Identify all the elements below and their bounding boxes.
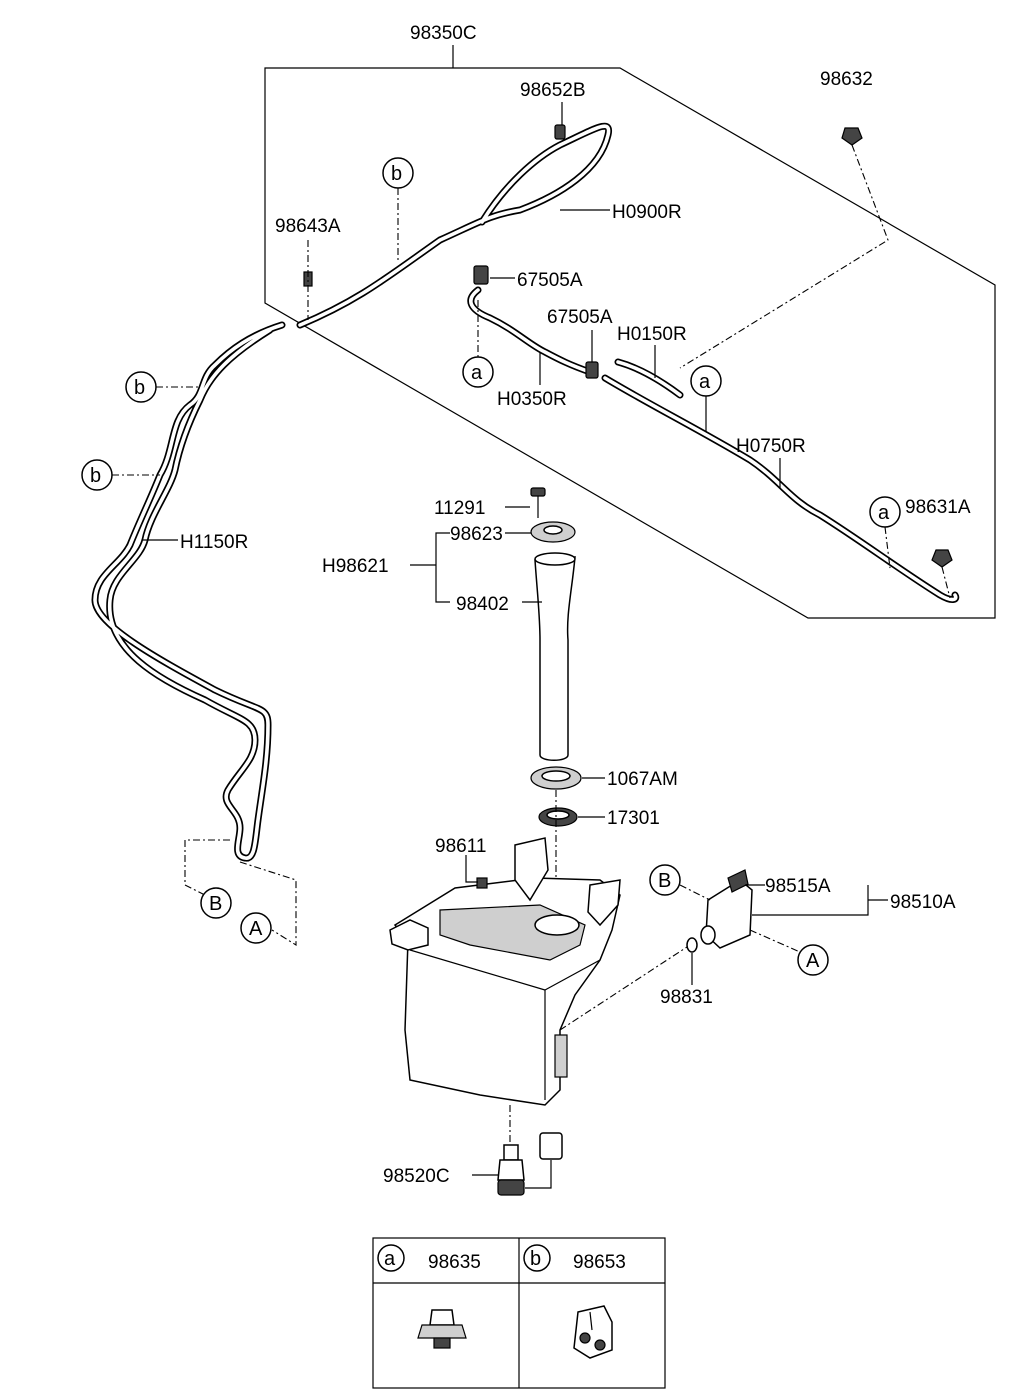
reservoir-tank (389, 837, 621, 1106)
label-98831: 98831 (660, 987, 713, 1008)
connector-67505A-1 (473, 265, 489, 285)
legend-key-a-text: a (384, 1248, 396, 1270)
leader-B-left (184, 839, 230, 896)
label-98643A: 98643A (275, 216, 341, 237)
clip-98653-icon (573, 1305, 613, 1359)
label-67505A-2: 67505A (547, 307, 613, 328)
label-98623: 98623 (450, 524, 503, 545)
cap-98623-hole (543, 525, 563, 535)
clip-98611 (476, 877, 488, 889)
label-H0750R: H0750R (736, 436, 806, 457)
label-98632: 98632 (820, 69, 873, 90)
legend-key-b (523, 1244, 551, 1272)
hose-H0150R (614, 358, 684, 399)
legend-part-b: 98653 (573, 1252, 626, 1273)
filler-neck-98402 (534, 556, 576, 761)
callout-B-pump (649, 864, 681, 896)
leader-98631A (941, 566, 951, 599)
leader-A-left (239, 861, 297, 946)
label-H0150R: H0150R (617, 324, 687, 345)
hose-H0750R (601, 374, 960, 603)
callout-A-pump-text: A (806, 950, 820, 972)
callout-a-1 (462, 356, 494, 388)
callout-A-left (240, 912, 272, 944)
leader-a-3 (884, 526, 891, 569)
grommet-1067AM-hole (541, 770, 571, 782)
callout-a-1-text: a (471, 362, 483, 384)
label-H0900R: H0900R (612, 202, 682, 223)
label-98631A: 98631A (905, 497, 971, 518)
nozzle-98631A (931, 549, 953, 568)
callout-B-left-text: B (209, 893, 222, 915)
callout-a-2-text: a (699, 371, 711, 393)
callout-B-pump-text: B (658, 870, 671, 892)
label-98350C: 98350C (410, 23, 477, 44)
label-H0350R: H0350R (497, 389, 567, 410)
level-sensor-98520C (497, 1132, 563, 1196)
bracket-98510A (752, 885, 869, 916)
callout-b-left-1-text: b (134, 377, 145, 399)
hose-H0900R (296, 122, 613, 329)
connector-67505A-2 (585, 361, 599, 379)
screw-11291 (530, 487, 546, 518)
legend-table (372, 1237, 666, 1389)
hose-H0350R (467, 286, 594, 376)
legend-key-b-text: b (530, 1248, 541, 1270)
leader-98611 (465, 855, 478, 883)
legend-part-a: 98635 (428, 1252, 481, 1273)
callout-a-3-text: a (878, 502, 890, 524)
legend-key-a (377, 1244, 405, 1272)
callout-B-left (200, 887, 232, 919)
label-98652B: 98652B (520, 80, 586, 101)
leader-B-pump (679, 884, 711, 901)
bracket-H98621 (435, 532, 450, 603)
seal-17301-hole (546, 810, 570, 820)
label-11291: 11291 (434, 498, 485, 519)
label-H98621: H98621 (322, 556, 389, 577)
label-98402: 98402 (456, 594, 509, 615)
label-98515A: 98515A (765, 876, 831, 897)
clip-98652B (554, 124, 566, 140)
nozzle-98632 (841, 127, 863, 146)
leader-98632 (679, 144, 889, 369)
leader-A-pump (749, 929, 801, 953)
clip-98635-icon (417, 1309, 467, 1349)
callout-A-pump (797, 944, 829, 976)
callout-b-top-text: b (391, 163, 402, 185)
seal-98831 (686, 937, 698, 953)
label-H1150R: H1150R (180, 532, 248, 553)
callout-A-left-text: A (249, 918, 263, 940)
label-67505A-1: 67505A (517, 270, 583, 291)
label-98520C: 98520C (383, 1166, 450, 1187)
hose-H1150R (91, 321, 286, 862)
label-1067AM: 1067AM (607, 769, 678, 790)
label-17301: 17301 (607, 808, 660, 829)
pump-98515A (700, 869, 753, 949)
filler-neck-top (534, 552, 576, 566)
callout-b-left-2-text: b (90, 465, 101, 487)
label-98611: 98611 (435, 836, 486, 857)
label-98510A: 98510A (890, 892, 956, 913)
leader-tank-pump (559, 944, 691, 1031)
assembly-boundary (264, 67, 996, 619)
